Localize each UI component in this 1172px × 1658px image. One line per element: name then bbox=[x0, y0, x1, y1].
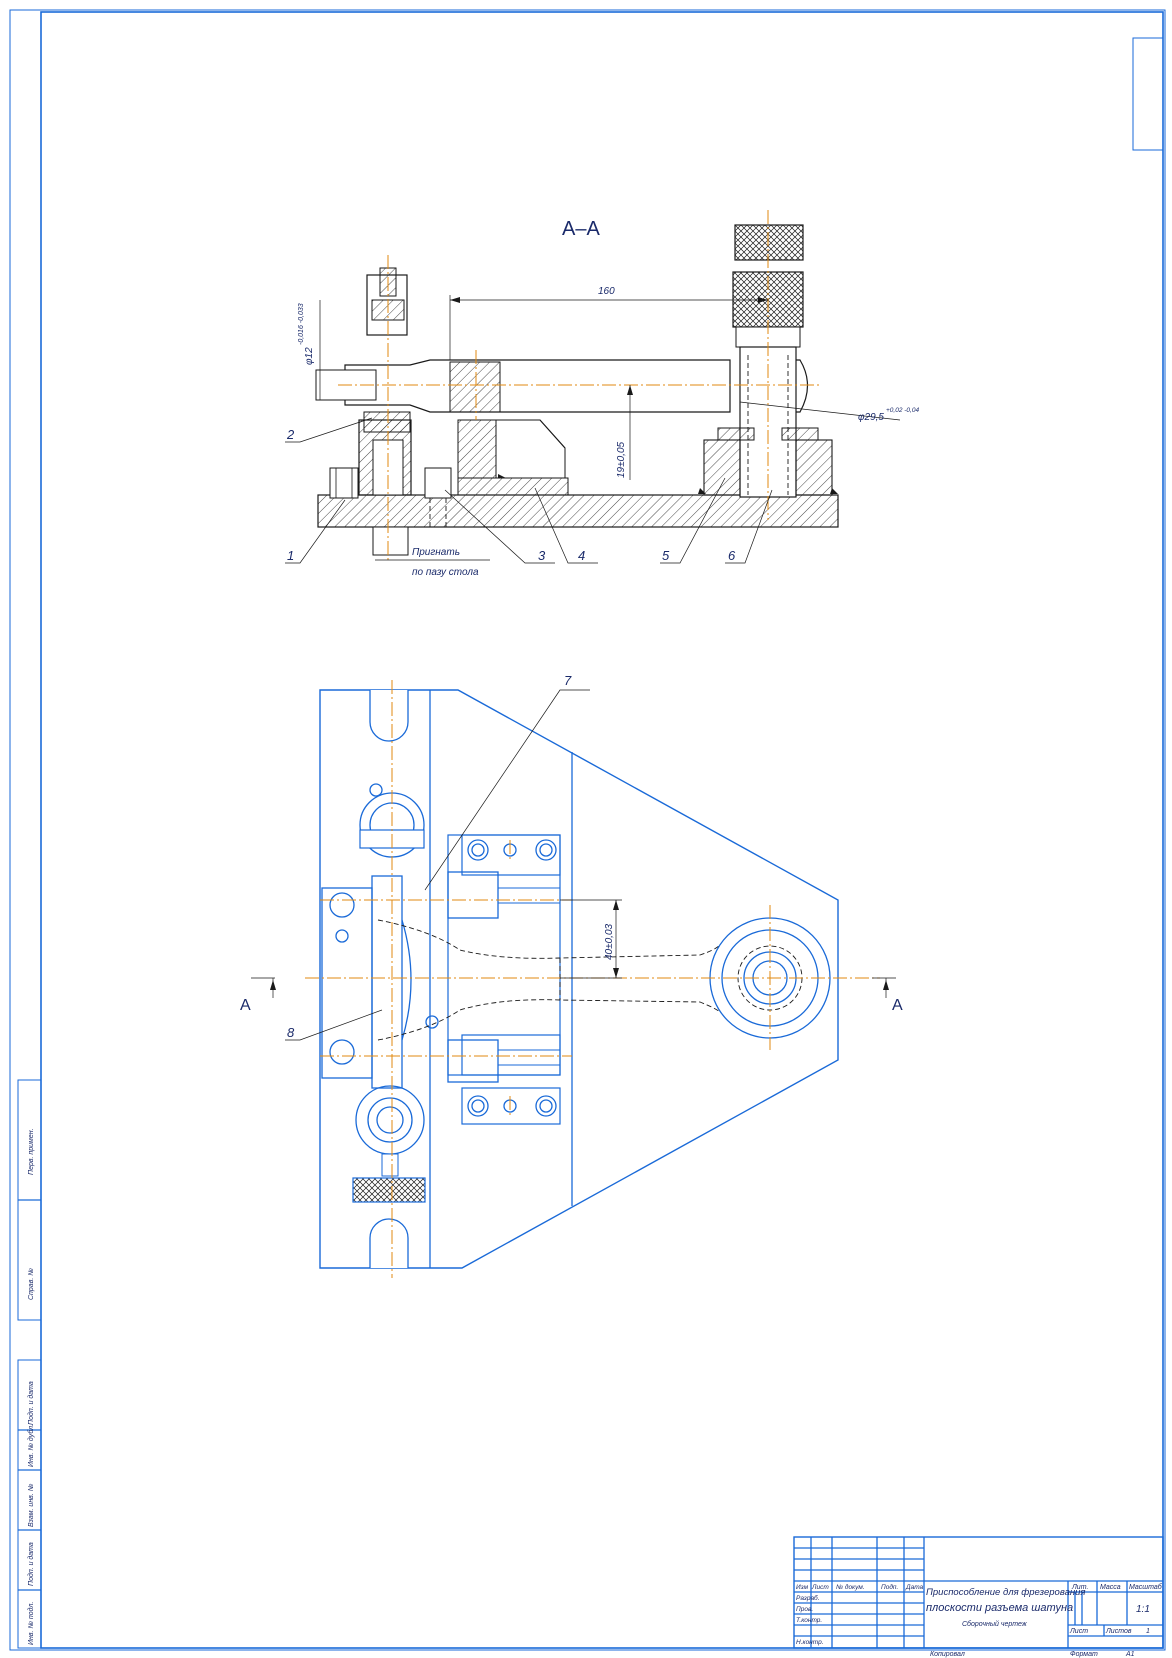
format-label: Формат bbox=[1070, 1651, 1098, 1658]
stamp-label: Подп. и дата bbox=[27, 1542, 35, 1586]
callout-1: 1 bbox=[287, 548, 294, 563]
scale-label: Масштаб bbox=[1129, 1583, 1163, 1591]
format-value: A1 bbox=[1125, 1651, 1135, 1658]
sheet-label: Лист bbox=[1069, 1628, 1088, 1635]
section-title: A–A bbox=[562, 218, 600, 240]
sheets-label: Листов bbox=[1105, 1628, 1132, 1635]
col-header: № докум. bbox=[836, 1583, 865, 1591]
drawing-title-line1: Приспособление для фрезерования bbox=[926, 1587, 1085, 1598]
callout-3: 3 bbox=[538, 548, 546, 563]
callout-6: 6 bbox=[728, 548, 736, 563]
sheets-value: 1 bbox=[1146, 1628, 1150, 1635]
role-label: Т.контр. bbox=[796, 1617, 822, 1624]
stamp-label: Перв. примен. bbox=[28, 1128, 35, 1175]
drawing-frame bbox=[9, 9, 1166, 1651]
doc-type: Сборочный чертеж bbox=[962, 1620, 1028, 1628]
callout-8: 8 bbox=[287, 1025, 295, 1040]
mass-label: Масса bbox=[1100, 1584, 1121, 1591]
section-mark-right: A bbox=[892, 997, 903, 1014]
stamp-label: Подп. и дата bbox=[27, 1381, 35, 1425]
side-stamp: Перв. примен. Справ. № Подп. и дата Инв.… bbox=[17, 1079, 42, 1649]
stamp-label: Инв. № дубл. bbox=[27, 1424, 35, 1467]
callout-2: 2 bbox=[286, 427, 295, 442]
col-header: Лист bbox=[811, 1584, 829, 1591]
col-header: Изм bbox=[796, 1584, 809, 1591]
role-label: Разраб. bbox=[796, 1594, 820, 1602]
fit-note-line1: Пригнать bbox=[412, 547, 460, 558]
col-header: Дата bbox=[905, 1584, 924, 1591]
dim-bore-tol: +0,02 -0,04 bbox=[886, 407, 919, 414]
dim-bore-diameter: φ29,5 bbox=[858, 412, 884, 423]
plan-view: 40±0,03 A A 7 8 bbox=[240, 673, 903, 1278]
stamp-label: Взам. инв. № bbox=[28, 1483, 35, 1527]
copied-label: Копировал bbox=[930, 1651, 965, 1658]
dim-offset: 40±0,03 bbox=[604, 923, 615, 960]
dim-length: 160 bbox=[598, 286, 615, 297]
callout-4: 4 bbox=[578, 548, 585, 563]
col-header: Подп. bbox=[881, 1583, 898, 1591]
role-label: Н.контр. bbox=[796, 1639, 824, 1646]
drawing-title-line2: плоскости разъема шатуна bbox=[926, 1602, 1073, 1614]
stamp-label: Справ. № bbox=[28, 1268, 35, 1300]
fit-note-line2: по пазу стола bbox=[412, 567, 479, 578]
callout-5: 5 bbox=[662, 548, 670, 563]
dim-height: 19±0,05 bbox=[616, 441, 627, 478]
scale-value: 1:1 bbox=[1136, 1604, 1150, 1615]
dim-pin-diameter: φ12 bbox=[304, 347, 315, 365]
section-mark-left: A bbox=[240, 997, 251, 1014]
title-block: Изм Лист № докум. Подп. Дата Разраб. Про… bbox=[793, 1536, 1164, 1658]
role-label: Пров. bbox=[796, 1606, 813, 1613]
lit-label: Лит. bbox=[1071, 1584, 1088, 1591]
dim-pin-tol: -0,016 -0,033 bbox=[298, 303, 305, 345]
section-view-a-a: A–A bbox=[285, 210, 919, 578]
stamp-label: Инв. № подл. bbox=[27, 1602, 35, 1645]
callout-7: 7 bbox=[564, 673, 572, 688]
